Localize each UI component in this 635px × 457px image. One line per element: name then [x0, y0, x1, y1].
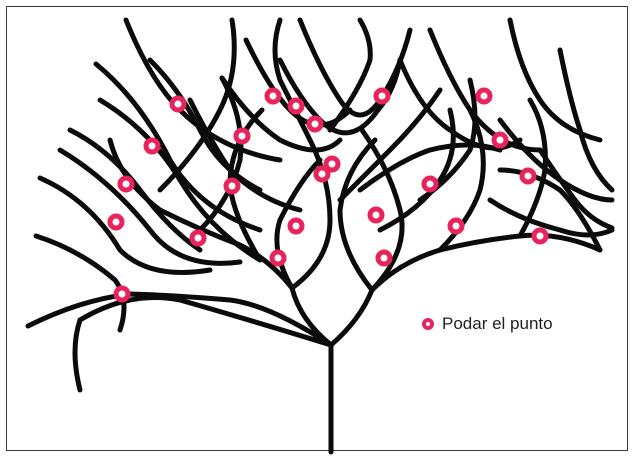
prune-point	[424, 178, 436, 190]
prune-point	[192, 232, 204, 244]
prune-point	[450, 220, 462, 232]
prune-point	[378, 252, 390, 264]
canopy-arc	[510, 20, 600, 140]
prune-point	[290, 220, 302, 232]
prune-point	[370, 209, 382, 221]
prune-point	[116, 288, 128, 300]
canopy-arc	[560, 50, 612, 190]
prune-point	[376, 90, 388, 102]
prune-point	[236, 130, 248, 142]
legend: Podar el punto	[422, 314, 553, 334]
prune-point	[522, 170, 534, 182]
prune-point	[309, 118, 321, 130]
canopy-arc	[190, 100, 300, 210]
prune-point	[110, 216, 122, 228]
prune-point	[534, 230, 546, 242]
prune-point	[290, 100, 302, 112]
prune-point	[316, 168, 328, 180]
prune-marker-icon	[422, 318, 434, 330]
prune-point	[172, 98, 184, 110]
prune-point	[120, 178, 132, 190]
prune-point	[267, 90, 279, 102]
prune-point	[146, 140, 158, 152]
tree-branches	[28, 20, 612, 452]
legend-label: Podar el punto	[442, 314, 553, 334]
prune-point	[478, 90, 490, 102]
prune-point	[494, 134, 506, 146]
prune-point	[226, 180, 238, 192]
scaffold-branch	[75, 298, 331, 391]
prune-point	[272, 252, 284, 264]
canopy-arc	[300, 20, 410, 115]
